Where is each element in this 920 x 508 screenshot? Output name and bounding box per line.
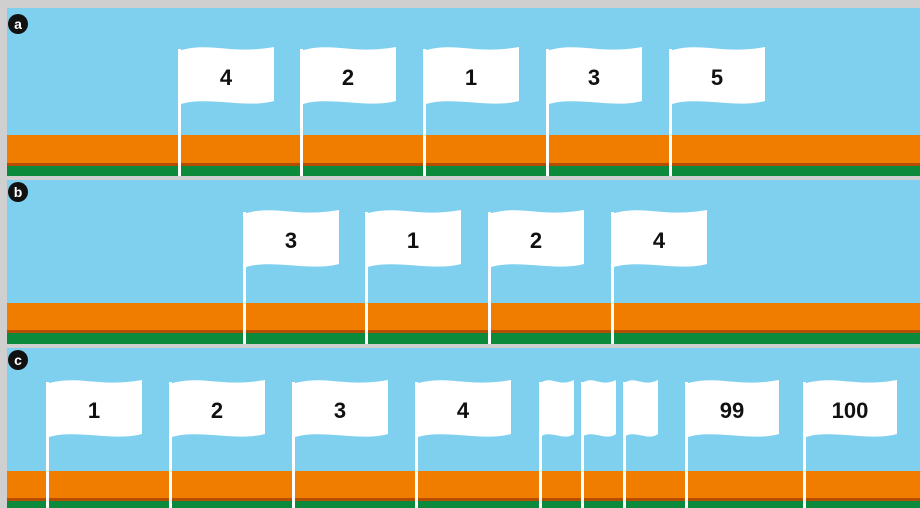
panel-c: c 1 2 3 4 99 100 bbox=[7, 348, 920, 508]
flag-label: 2 bbox=[530, 228, 542, 253]
flag-label: 3 bbox=[588, 65, 600, 90]
flag-label: 3 bbox=[334, 398, 346, 423]
panel-label: c bbox=[14, 352, 22, 368]
flag-label: 1 bbox=[407, 228, 419, 253]
flag-label: 100 bbox=[832, 398, 869, 423]
flag-cloth bbox=[581, 380, 616, 438]
dark-stripe bbox=[7, 498, 920, 501]
flag-label: 2 bbox=[211, 398, 223, 423]
flag-label: 1 bbox=[88, 398, 100, 423]
flag-cloth bbox=[623, 380, 658, 438]
panel-label: b bbox=[14, 184, 23, 200]
panel-label: a bbox=[14, 16, 22, 32]
panel-b-scene: b 3 1 2 4 bbox=[7, 180, 920, 344]
green-stripe bbox=[7, 501, 920, 508]
flag-label: 4 bbox=[220, 65, 233, 90]
green-stripe bbox=[7, 166, 920, 176]
orange-stripe bbox=[7, 135, 920, 163]
flag-label: 5 bbox=[711, 65, 723, 90]
orange-stripe bbox=[7, 471, 920, 498]
green-stripe bbox=[7, 333, 920, 344]
dark-stripe bbox=[7, 163, 920, 166]
panel-a-scene: a 4 2 1 3 5 bbox=[7, 8, 920, 176]
panel-b: b 3 1 2 4 bbox=[7, 180, 920, 344]
panel-c-scene: c 1 2 3 4 99 100 bbox=[7, 348, 920, 508]
flag-label: 3 bbox=[285, 228, 297, 253]
panel-a: a 4 2 1 3 5 bbox=[7, 8, 920, 176]
orange-stripe bbox=[7, 303, 920, 330]
flag-label: 1 bbox=[465, 65, 477, 90]
flag-label: 4 bbox=[653, 228, 666, 253]
flag-label: 4 bbox=[457, 398, 470, 423]
dark-stripe bbox=[7, 330, 920, 333]
flag-label: 2 bbox=[342, 65, 354, 90]
flag-cloth bbox=[539, 380, 574, 438]
flag-label: 99 bbox=[720, 398, 744, 423]
